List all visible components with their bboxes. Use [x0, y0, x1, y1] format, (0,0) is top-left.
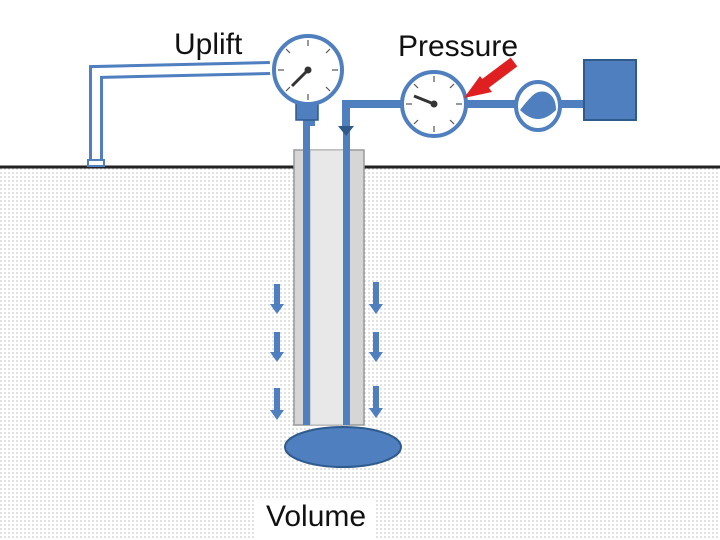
uplift-reference-pipe-core	[92, 64, 271, 163]
grout-bulb	[284, 426, 402, 468]
uplift-pipe-foot	[87, 159, 105, 167]
uplift-gauge-needle	[290, 68, 310, 88]
inner-pipe-right	[343, 120, 350, 425]
uplift-label: Uplift	[174, 28, 243, 61]
tank-icon	[583, 59, 637, 121]
arrow-down-icon	[270, 284, 284, 314]
uplift-gauge-stem	[303, 118, 315, 126]
pressure-gauge-ticks	[406, 76, 462, 132]
red-arrow-icon	[464, 57, 518, 98]
inner-pipe-left	[303, 120, 310, 425]
uplift-gauge	[272, 34, 344, 106]
flow-arrows-right	[369, 282, 383, 418]
pressure-gauge	[400, 70, 468, 138]
arrow-down-icon	[369, 282, 383, 314]
pump-icon	[514, 80, 562, 132]
volume-label: Volume	[254, 500, 377, 538]
uplift-reference-pipe	[89, 61, 271, 163]
pressure-label: Pressure	[398, 30, 519, 63]
casing-inner-bore	[309, 149, 347, 426]
arrow-down-icon	[369, 332, 383, 362]
pressure-line-inlet-arrow	[338, 126, 354, 136]
pressure-line	[342, 100, 584, 128]
pressure-gauge-needle	[413, 94, 435, 106]
flow-arrows-left	[270, 284, 284, 420]
arrow-down-icon	[270, 388, 284, 420]
arrow-down-icon	[270, 332, 284, 362]
arrow-down-icon	[369, 386, 383, 418]
uplift-gauge-ticks	[278, 40, 338, 100]
